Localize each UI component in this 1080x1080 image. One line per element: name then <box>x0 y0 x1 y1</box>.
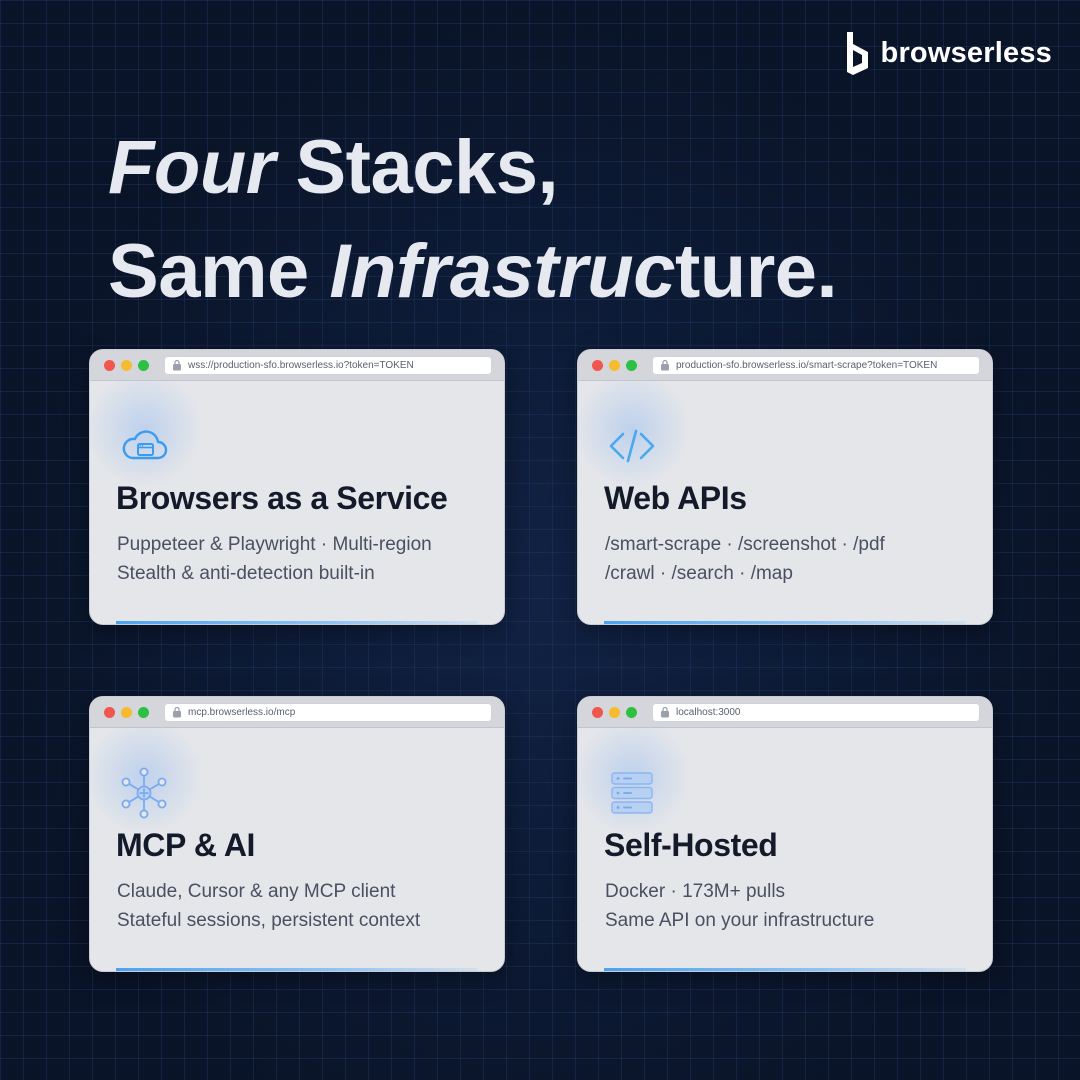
address-bar[interactable]: wss://production-sfo.browserless.io?toke… <box>164 355 492 375</box>
close-dot-icon <box>592 359 603 371</box>
minimize-dot-icon <box>121 706 132 718</box>
window-titlebar: mcp.browserless.io/mcp <box>90 697 504 728</box>
close-dot-icon <box>104 706 115 718</box>
headline-word-same: Same <box>108 229 330 314</box>
browserless-logo-icon <box>846 32 868 75</box>
card-title: Web APIs <box>604 480 747 516</box>
lock-icon <box>173 706 181 718</box>
maximize-dot-icon <box>626 359 637 371</box>
close-dot-icon <box>592 706 603 718</box>
card-description-line: Puppeteer & Playwright · Multi-region <box>117 534 432 555</box>
minimize-dot-icon <box>609 359 620 371</box>
card-title: Self-Hosted <box>604 827 778 863</box>
card-description: Claude, Cursor & any MCP client Stateful… <box>117 877 420 935</box>
headline-line-2: Same Infrastructure. <box>108 220 838 324</box>
lock-icon <box>661 359 669 371</box>
brand-name: browserless <box>880 36 1052 69</box>
card-description: Docker · 173M+ pulls Same API on your in… <box>605 877 874 935</box>
headline-word-four: Four <box>108 125 275 210</box>
card-description-line: /crawl · /search · /map <box>605 563 793 584</box>
window-titlebar: wss://production-sfo.browserless.io?toke… <box>90 350 504 381</box>
page-headline: Four Stacks, Same Infrastructure. <box>108 116 838 324</box>
card-title: Browsers as a Service <box>116 480 448 516</box>
card-description-line: Same API on your infrastructure <box>605 910 875 931</box>
window-titlebar: localhost:3000 <box>578 697 992 728</box>
card-title: MCP & AI <box>116 827 256 863</box>
cloud-browser-icon <box>122 430 168 460</box>
headline-word-ture: ture. <box>674 229 838 314</box>
card-self-hosted: localhost:3000 Self-Hosted Docker · 173M… <box>577 696 993 972</box>
card-web-apis: production-sfo.browserless.io/smart-scra… <box>577 349 993 625</box>
card-browsers-as-a-service: wss://production-sfo.browserless.io?toke… <box>89 349 505 625</box>
maximize-dot-icon <box>626 706 637 718</box>
card-description: Puppeteer & Playwright · Multi-region St… <box>117 530 432 588</box>
minimize-dot-icon <box>121 359 132 371</box>
lock-icon <box>661 706 669 718</box>
card-mcp-ai: mcp.browserless.io/mcp MCP & AI Claude, … <box>89 696 505 972</box>
accent-underline <box>604 621 966 624</box>
card-description-line: Docker · 173M+ pulls <box>605 881 786 902</box>
address-url: production-sfo.browserless.io/smart-scra… <box>676 359 938 371</box>
accent-underline <box>116 621 478 624</box>
accent-underline <box>116 968 478 971</box>
address-url: wss://production-sfo.browserless.io?toke… <box>188 359 414 371</box>
brand-logo: browserless <box>844 30 1052 76</box>
maximize-dot-icon <box>138 359 149 371</box>
address-bar[interactable]: production-sfo.browserless.io/smart-scra… <box>652 355 980 375</box>
headline-word-infrastruc: Infrastruc <box>329 229 675 314</box>
card-description-line: Claude, Cursor & any MCP client <box>117 881 396 902</box>
code-brackets-icon <box>609 429 655 463</box>
card-description-line: Stealth & anti-detection built-in <box>117 563 375 584</box>
card-description-line: Stateful sessions, persistent context <box>117 910 421 931</box>
minimize-dot-icon <box>609 706 620 718</box>
lock-icon <box>173 359 181 371</box>
address-url: localhost:3000 <box>676 706 741 718</box>
headline-line-1: Four Stacks, <box>108 116 837 220</box>
card-description: /smart-scrape · /screenshot · /pdf /craw… <box>605 530 885 588</box>
network-hub-icon <box>121 767 167 819</box>
headline-word-stacks: Stacks, <box>274 125 559 210</box>
server-stack-icon <box>611 772 653 814</box>
address-bar[interactable]: localhost:3000 <box>652 702 980 722</box>
card-description-line: /smart-scrape · /screenshot · /pdf <box>605 534 885 555</box>
window-titlebar: production-sfo.browserless.io/smart-scra… <box>578 350 992 381</box>
address-url: mcp.browserless.io/mcp <box>188 706 296 718</box>
maximize-dot-icon <box>138 706 149 718</box>
close-dot-icon <box>104 359 115 371</box>
accent-underline <box>604 968 966 971</box>
address-bar[interactable]: mcp.browserless.io/mcp <box>164 702 492 722</box>
